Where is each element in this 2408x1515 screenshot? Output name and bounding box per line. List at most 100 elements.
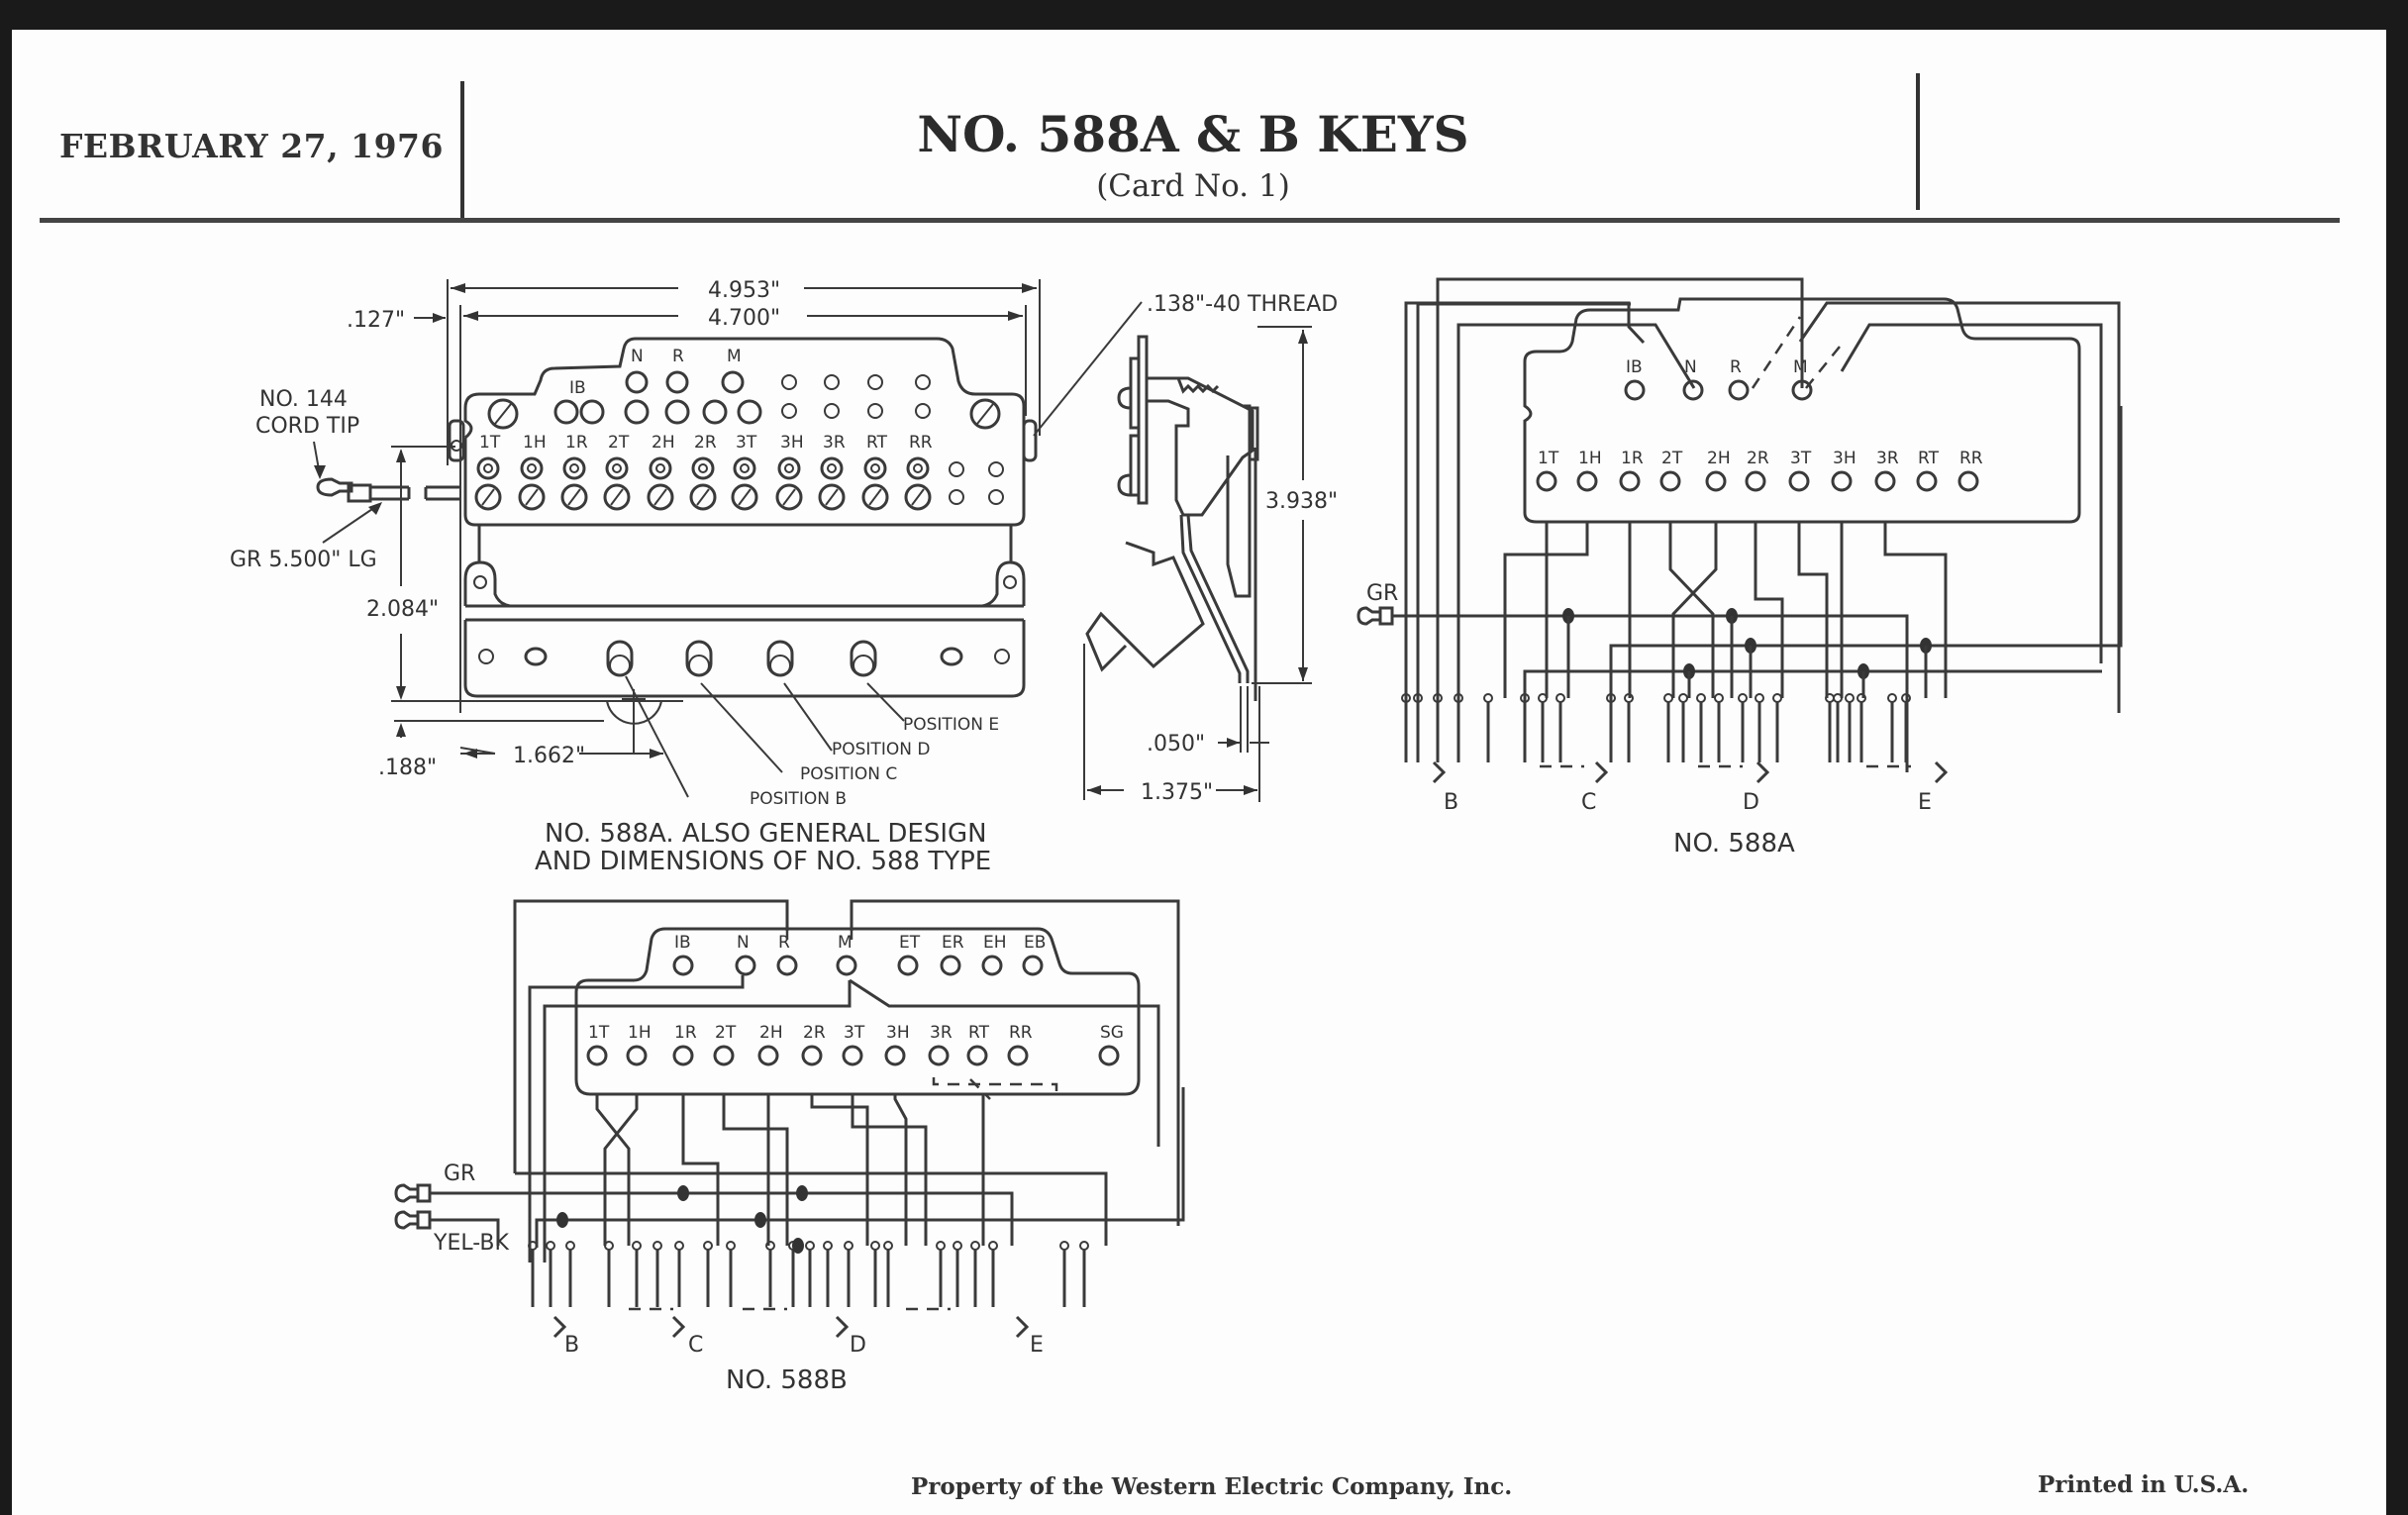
588a-top-terminal-label-r: R	[1730, 357, 1742, 377]
side-dim-depth: 1.375"	[1141, 780, 1213, 805]
dim-height: 2.084"	[366, 597, 439, 622]
588a-contact	[1663, 693, 1673, 703]
588a-terminal	[1916, 470, 1938, 492]
terminal-lug	[820, 456, 844, 480]
588b-terminal-label-3h: 3H	[886, 1023, 910, 1043]
terminal-screw	[861, 483, 889, 511]
terminal-screw	[603, 483, 631, 511]
thread-label: .138"-40 THREAD	[1147, 292, 1338, 317]
588a-terminal-label-rr: RR	[1959, 449, 1983, 468]
588a-top-terminal-label-m: M	[1793, 357, 1808, 377]
588b-terminal-label-3t: 3T	[844, 1023, 865, 1043]
588b-contact	[823, 1241, 833, 1251]
588b-position-b: B	[564, 1333, 579, 1358]
588b-terminal-label-2t: 2T	[715, 1023, 737, 1043]
terminal-lug	[733, 456, 756, 480]
terminal-lug	[691, 456, 715, 480]
588a-terminal	[1576, 470, 1598, 492]
588b-terminal-label-2h: 2H	[759, 1023, 783, 1043]
588a-terminal-label-1t: 1T	[1538, 449, 1559, 468]
terminal-lug	[476, 456, 500, 480]
588a-contact	[1772, 693, 1782, 703]
position-c-label: POSITION C	[800, 764, 897, 784]
588a-title: NO. 588A	[1673, 829, 1795, 858]
588a-contact	[1555, 693, 1565, 703]
588a-chevron-e	[1934, 760, 1949, 784]
588a-terminal	[1745, 470, 1766, 492]
588b-terminal	[842, 1045, 863, 1066]
588b-top-terminal-label-ib: IB	[674, 933, 691, 953]
588b-junction	[796, 1185, 808, 1201]
588b-junction	[792, 1238, 804, 1254]
terminal-label-2t: 2T	[608, 433, 630, 453]
588b-top-terminal-label-eb: EB	[1024, 933, 1046, 953]
terminal-screw	[474, 483, 502, 511]
588b-contact	[988, 1241, 998, 1251]
588a-contact	[1714, 693, 1724, 703]
588b-top-terminal	[672, 955, 694, 976]
terminal-lug	[906, 456, 930, 480]
side-view: .138"-40 THREAD 3.938" .050" 1.37	[1033, 292, 1338, 805]
588a-position-b: B	[1444, 790, 1458, 815]
588a-terminal-label-1r: 1R	[1621, 449, 1644, 468]
588b-terminal-label-sg: SG	[1100, 1023, 1124, 1043]
588a-top-terminal-label-n: N	[1684, 357, 1697, 377]
588a-chevron-c	[1594, 760, 1609, 784]
588a-contact	[1887, 693, 1897, 703]
588a-terminal-label-2t: 2T	[1661, 449, 1683, 468]
588a-terminal-label-3t: 3T	[1790, 449, 1812, 468]
terminal-label-1t: 1T	[479, 433, 501, 453]
588a-terminal	[1705, 470, 1727, 492]
588b-contact	[936, 1241, 946, 1251]
588b-junction	[677, 1185, 689, 1201]
588b-terminal	[672, 1045, 694, 1066]
588a-terminal	[1957, 470, 1979, 492]
dim-bottom: .188"	[378, 756, 437, 780]
588b-top-terminal	[836, 955, 857, 976]
588a-top-terminal	[1728, 379, 1750, 401]
cord-tip-label-2: CORD TIP	[255, 414, 359, 439]
terminal-lug	[520, 456, 544, 480]
588b-terminal	[928, 1045, 950, 1066]
cord-length-label: GR 5.500" LG	[230, 548, 377, 572]
588b-terminal	[713, 1045, 735, 1066]
588b-junction	[754, 1212, 766, 1228]
588a-chevron-b	[1432, 760, 1447, 784]
588b-contact	[1059, 1241, 1069, 1251]
terminal-screw	[731, 483, 758, 511]
588b-terminal	[966, 1045, 988, 1066]
588a-top-terminal	[1624, 379, 1646, 401]
588b-terminal	[626, 1045, 648, 1066]
588b-top-terminal-label-n: N	[737, 933, 750, 953]
588a-contact	[1678, 693, 1688, 703]
page-title: NO. 588A & B KEYS	[917, 105, 1469, 163]
588b-contact	[805, 1241, 815, 1251]
terminal-label-3r: 3R	[823, 433, 846, 453]
588b-top-terminal	[897, 955, 919, 976]
588b-top-terminal-label-et: ET	[899, 933, 921, 953]
588b-terminal-label-rr: RR	[1009, 1023, 1033, 1043]
588b-chevron-e	[1015, 1315, 1030, 1339]
terminal-label-m: M	[727, 347, 742, 366]
header-divider-left	[460, 81, 464, 218]
position-slots	[606, 640, 877, 677]
terminal-label-3h: 3H	[780, 433, 804, 453]
588b-top-terminal	[776, 955, 798, 976]
588b-top-terminal-label-er: ER	[942, 933, 964, 953]
terminal-label-2r: 2R	[694, 433, 717, 453]
terminal-lug	[605, 456, 629, 480]
588a-terminal-label-3h: 3H	[1833, 449, 1856, 468]
588a-cord-label: GR	[1366, 581, 1398, 606]
588a-terminal-label-3r: 3R	[1876, 449, 1899, 468]
terminal-screw	[518, 483, 546, 511]
terminal-lug	[863, 456, 887, 480]
footer-printed: Printed in U.S.A.	[2038, 1471, 2250, 1498]
terminal-lug	[777, 456, 801, 480]
588b-terminal	[801, 1045, 823, 1066]
588b-contact	[970, 1241, 980, 1251]
588a-terminal-label-2h: 2H	[1707, 449, 1731, 468]
position-e-label: POSITION E	[903, 715, 999, 735]
